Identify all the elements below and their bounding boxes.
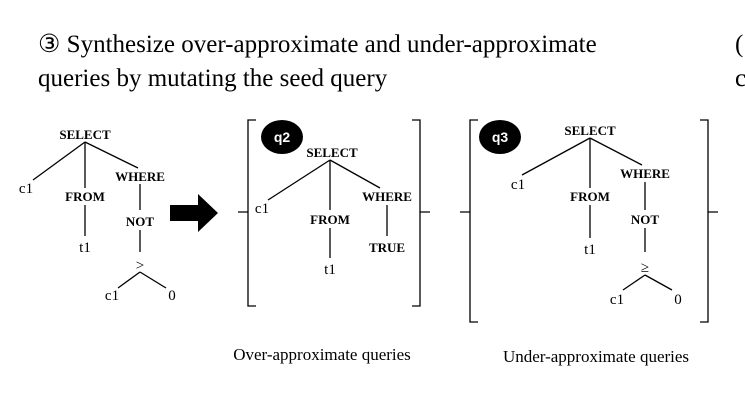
step-heading: ③ Synthesize over-approximate and under-… — [38, 28, 597, 96]
q3-not-node: NOT — [631, 212, 660, 227]
seed-not-node: NOT — [126, 214, 155, 229]
seed-column-leaf: c1 — [19, 181, 33, 197]
q3-column-leaf: c1 — [511, 177, 525, 193]
q2-true-node: TRUE — [369, 240, 405, 255]
under-set-left-brace — [460, 119, 478, 323]
seed-select-node: SELECT — [59, 127, 111, 142]
q3-operand-left: c1 — [610, 292, 624, 308]
seed-from-node: FROM — [65, 189, 105, 204]
seed-where-node: WHERE — [115, 169, 165, 184]
q3-from-node: FROM — [570, 189, 610, 204]
next-step-heading-clipped: ( c — [735, 28, 745, 96]
next-step-marker: ( — [735, 31, 744, 58]
step-marker: ③ — [38, 31, 61, 58]
q3-operator-node: ≥ — [641, 260, 649, 276]
q3-badge-label: q3 — [492, 129, 509, 145]
q3-select-node: SELECT — [564, 123, 616, 138]
q3-operand-right: 0 — [674, 292, 682, 308]
q2-badge — [261, 120, 303, 154]
under-approx-caption: Under-approximate queries — [503, 347, 689, 366]
seed-table-leaf: t1 — [79, 240, 91, 256]
under-set-right-brace — [700, 119, 718, 323]
q3-where-node: WHERE — [620, 166, 670, 181]
q2-where-node: WHERE — [362, 189, 412, 204]
over-set-right-brace — [412, 119, 430, 307]
q2-from-node: FROM — [310, 212, 350, 227]
seed-operand-left: c1 — [105, 288, 119, 304]
seed-operand-right: 0 — [168, 288, 176, 304]
over-set-left-brace — [238, 119, 256, 307]
heading-line2: queries by mutating the seed query — [38, 65, 388, 92]
q3-table-leaf: t1 — [584, 242, 596, 258]
q2-badge-label: q2 — [274, 129, 291, 145]
q2-column-leaf: c1 — [255, 201, 269, 217]
next-step-line2: c — [735, 65, 745, 92]
q2-table-leaf: t1 — [324, 262, 336, 278]
seed-operator-node: > — [136, 258, 144, 274]
mutation-arrow-icon — [170, 194, 218, 232]
over-approx-caption: Over-approximate queries — [233, 345, 411, 364]
heading-line1: Synthesize over-approximate and under-ap… — [66, 31, 597, 58]
q2-select-node: SELECT — [306, 145, 358, 160]
q3-badge — [479, 120, 521, 154]
